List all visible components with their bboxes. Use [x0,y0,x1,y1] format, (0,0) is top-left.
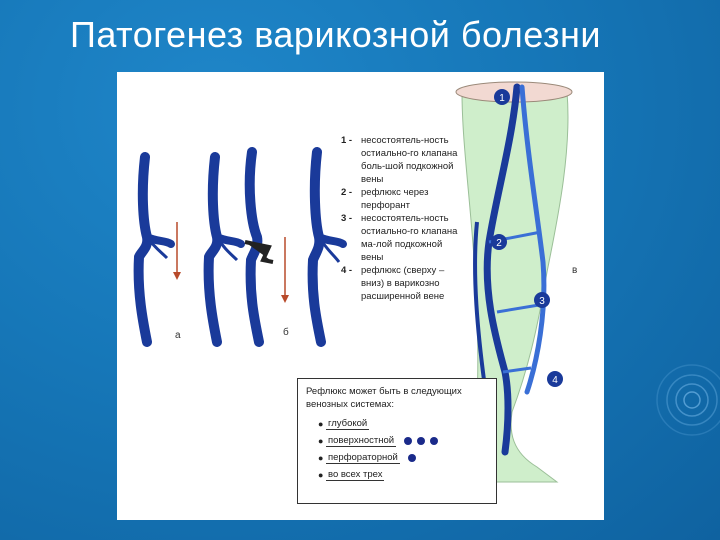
dot [417,436,426,445]
system-label: перфораторной [326,451,400,464]
diagram-canvas: 1 2 3 4 [133,81,573,483]
marker-2: 2 [491,234,507,250]
label-v: в [572,265,578,276]
vein-panel-a [133,152,245,347]
marker-4: 4 [547,371,563,387]
leg-illustration [422,81,573,483]
dots-indicator [404,436,443,445]
dot [430,436,439,445]
legend-item: 3 - несостоятель-ность остиально-го клап… [341,213,458,263]
system-row: ● во всех трех [318,468,385,481]
marker-1: 1 [494,89,510,105]
reflux-arrow-a [173,222,181,280]
slide-title: Патогенез варикозной болезни [70,14,601,55]
legend-item: 1 - несостоятель-ность остиально-го клап… [341,135,458,185]
marker-3: 3 [534,292,550,308]
svg-text:3: 3 [539,296,545,307]
label-b: б [283,327,289,338]
svg-text:1: 1 [499,93,505,104]
legend-item: 2 - рефлюкс через перфорант [341,187,429,211]
system-row: ● поверхностной [318,432,488,449]
label-a: а [175,330,181,341]
svg-text:2: 2 [496,238,502,249]
water-ripple-decoration [656,364,720,436]
dots-indicator [407,453,421,462]
reflux-arrow-b [281,237,289,303]
dot [407,453,416,462]
system-label: глубокой [326,417,370,430]
system-row: ● перфораторной [318,449,488,466]
info-title: Рефлюкс может быть в следующих венозных … [306,386,462,410]
system-label: во всех трех [326,468,385,481]
legend: 1 - несостоятель-ность остиально-го клап… [341,134,459,303]
legend-item: 4 - рефлюкс (сверху – вниз) в варикозно … [341,265,445,302]
system-row: ● глубокой [318,417,370,430]
dot [404,436,413,445]
diagram-figure: 1 2 3 4 а б в 1 - несостоятель-ность ост… [117,72,604,520]
system-label: поверхностной [326,434,397,447]
reflux-systems-box: Рефлюкс может быть в следующих венозных … [297,378,497,504]
vein-panel-b [244,147,347,347]
svg-text:4: 4 [552,375,558,386]
